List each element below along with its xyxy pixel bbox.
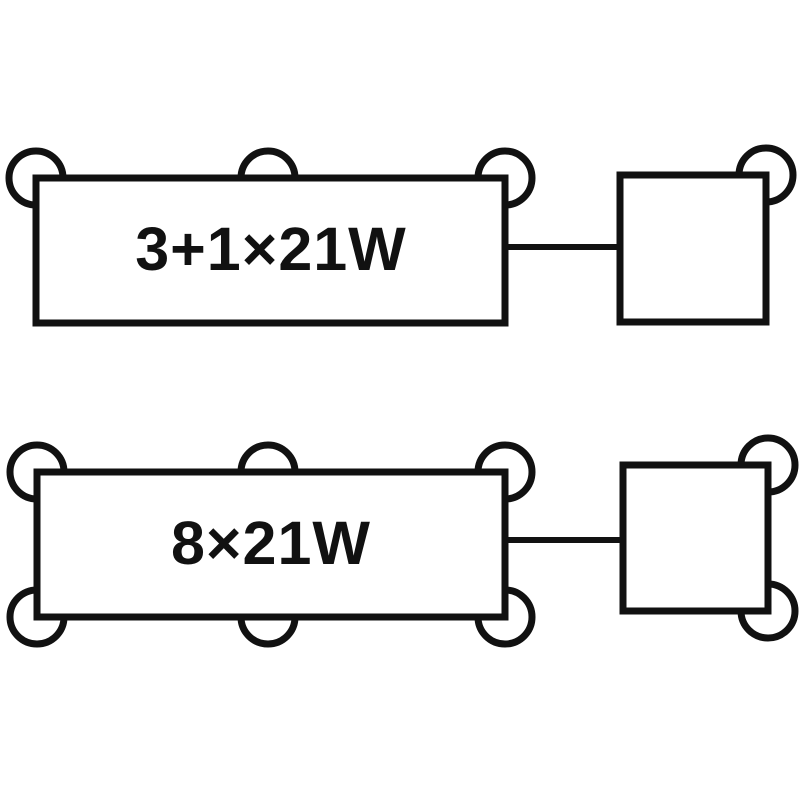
bottom-assembly: 8×21W [6, 434, 799, 648]
top-assembly: 3+1×21W [5, 144, 797, 327]
bottom-body-label: 8×21W [171, 509, 371, 577]
top-body-label: 3+1×21W [135, 215, 407, 283]
bottom-side-body [619, 461, 772, 615]
top-main-body [32, 174, 509, 327]
top-side-body [616, 171, 770, 326]
bottom-main-body [33, 468, 509, 621]
